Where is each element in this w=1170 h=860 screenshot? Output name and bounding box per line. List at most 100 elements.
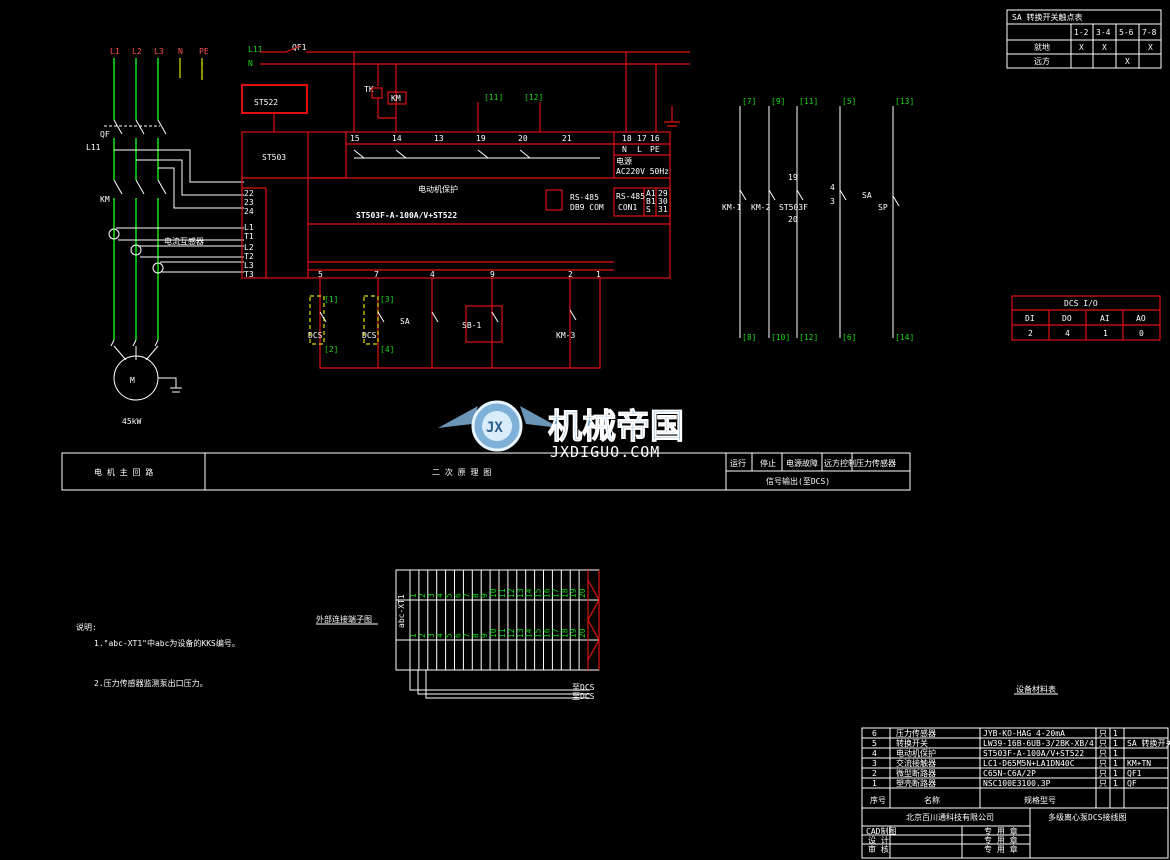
- terminal-number: 9: [480, 633, 489, 638]
- st-left-22: 22: [244, 189, 254, 198]
- bus-l11-label: L11: [248, 45, 263, 54]
- notes-label: 说明:: [76, 622, 97, 632]
- sa-x23: X: [1125, 57, 1130, 66]
- dcs-top-7: [7]: [742, 97, 756, 106]
- terminal-to-dcs-2: 至DCS: [572, 692, 595, 701]
- term-s: S: [646, 205, 651, 214]
- io-v-ai: 1: [1103, 329, 1108, 338]
- sa-pin-3: 3: [830, 197, 835, 206]
- st-left-23: 23: [244, 198, 254, 207]
- terminal-number: 18: [560, 628, 569, 638]
- dcs-label-st503f: ST503F: [779, 203, 808, 212]
- l11-left-label: L11: [86, 143, 101, 152]
- bom-cell-unit: 只: [1099, 769, 1107, 778]
- bom-cell-model: JYB-KO-HAG 4-20mA: [983, 729, 1065, 738]
- term-30: 30: [658, 197, 668, 206]
- terminal-diagram: 外部连接端子图 abc-XT1 112233445566778899101011…: [316, 569, 600, 701]
- dcs-io-table: DCS I/O DI DO AI AO 2 4 1 0: [1011, 295, 1161, 341]
- terminal-wire-top: 14: [525, 588, 534, 598]
- io-v-ao: 0: [1139, 329, 1144, 338]
- term-a1: A1: [646, 189, 656, 198]
- terminal-wire-top: 20: [578, 588, 587, 598]
- bom-cell-name: 微型断路器: [896, 768, 936, 778]
- tb-cad: CAD制图: [866, 826, 896, 836]
- control-bus: L11 N QF1 TK KM [11] [12]: [248, 43, 690, 132]
- bom-cell-name: 塑壳断路器: [896, 778, 936, 788]
- wm-text: 机械帝国: [548, 407, 684, 447]
- title-dcs-output: 信号输出(至DCS): [766, 476, 830, 486]
- st-terminal-16: 16: [650, 134, 660, 143]
- st-terminal-14: 14: [392, 134, 402, 143]
- rs485-a: RS-485: [570, 193, 599, 202]
- bom-cell-no: 3: [872, 759, 877, 768]
- svg-text:电流互感器: 电流互感器: [164, 236, 204, 246]
- km3-label: KM-3: [556, 331, 575, 340]
- terminal-number: 13: [516, 628, 525, 638]
- phase-pe-label: PE: [199, 47, 209, 56]
- sa-x11: X: [1079, 43, 1084, 52]
- title-run: 运行: [730, 458, 746, 468]
- dcs-bottom-6: [6]: [842, 333, 856, 342]
- st-left-t1: T1: [244, 232, 254, 241]
- qf-label: QF: [100, 130, 110, 139]
- terminal-wire-top: 13: [516, 588, 525, 598]
- term-pe: PE: [650, 145, 660, 154]
- st-bottom-4: 4: [430, 270, 435, 279]
- st-device: ST522 ST503 15 14 13 19 20 21 18 17 16 N…: [241, 84, 671, 279]
- io-v-do: 4: [1065, 329, 1070, 338]
- bom-cell-no: 4: [872, 749, 877, 758]
- sb1-label: SB-1: [462, 321, 481, 330]
- tk-label: TK: [364, 85, 374, 94]
- io-v-di: 2: [1028, 329, 1033, 338]
- term-n: N: [622, 145, 627, 154]
- phase-l1-label: L1: [110, 47, 120, 56]
- bom-cell-model: C65N-C6A/2P: [983, 769, 1036, 778]
- wire-3: [3]: [380, 295, 394, 304]
- title-fault: 电源故障: [786, 458, 818, 468]
- wire-12: [12]: [524, 93, 543, 102]
- title-main-circuit: 电 机 主 回 路: [94, 467, 153, 477]
- terminal-title: 外部连接端子图: [316, 614, 372, 624]
- dcs-top-11: [11]: [799, 97, 818, 106]
- motor-rating: 45kW: [122, 417, 141, 426]
- bom-cell-qty: 1: [1113, 729, 1118, 738]
- st-left-t3: T3: [244, 270, 254, 279]
- st-pin-19: 19: [788, 173, 798, 182]
- st-pin-20: 20: [788, 215, 798, 224]
- io-h-ao: AO: [1136, 314, 1146, 323]
- bom-h-model: 规格型号: [1024, 795, 1056, 805]
- title-stop: 停止: [760, 458, 776, 468]
- wire-11: [11]: [484, 93, 503, 102]
- bom-cell-name: 电动机保护: [896, 748, 936, 758]
- terminal-number: 14: [525, 628, 534, 638]
- terminal-number: 1: [409, 633, 418, 638]
- title-row: 电 机 主 回 路 二 次 原 理 图 运行 停止 电源故障 远方控制 压力传感…: [61, 452, 911, 491]
- terminal-wire-top: 4: [436, 593, 445, 598]
- terminal-wire-top: 12: [507, 588, 516, 598]
- terminal-number: 19: [569, 628, 578, 638]
- bom-cell-qty: 1: [1113, 759, 1118, 768]
- terminal-number: 11: [498, 628, 507, 638]
- qf1-label: QF1: [292, 43, 307, 52]
- km-label: KM: [100, 195, 110, 204]
- tb-seal-1: 专 用 章: [984, 826, 1018, 836]
- sa-h2: 3-4: [1096, 28, 1111, 37]
- phase-l2-label: L2: [132, 47, 142, 56]
- terminal-number: 20: [578, 628, 587, 638]
- svg-text:电源: 电源: [616, 156, 632, 166]
- terminal-number: 6: [454, 633, 463, 638]
- terminal-to-dcs-1: 至DCS: [572, 683, 595, 692]
- terminal-number: 15: [534, 628, 543, 638]
- st522-label: ST522: [254, 98, 278, 107]
- dcs-label-sa: SA: [862, 191, 872, 200]
- term-29: 29: [658, 189, 668, 198]
- st-input-circuits: DCS DCS [1] [2] [3] [4] SA SB-1 KM-3: [308, 278, 601, 369]
- terminal-number: 12: [507, 628, 516, 638]
- rs485-b: RS-485: [616, 192, 645, 201]
- sa-row1: 就地: [1034, 42, 1050, 52]
- st-left-l3: L3: [244, 261, 254, 270]
- tb-seal-2: 专 用 章: [984, 835, 1018, 845]
- bom-h-name: 名称: [924, 795, 940, 805]
- dcs-contact-2: DCS: [362, 331, 377, 340]
- wm-badge-text: JX: [486, 420, 503, 436]
